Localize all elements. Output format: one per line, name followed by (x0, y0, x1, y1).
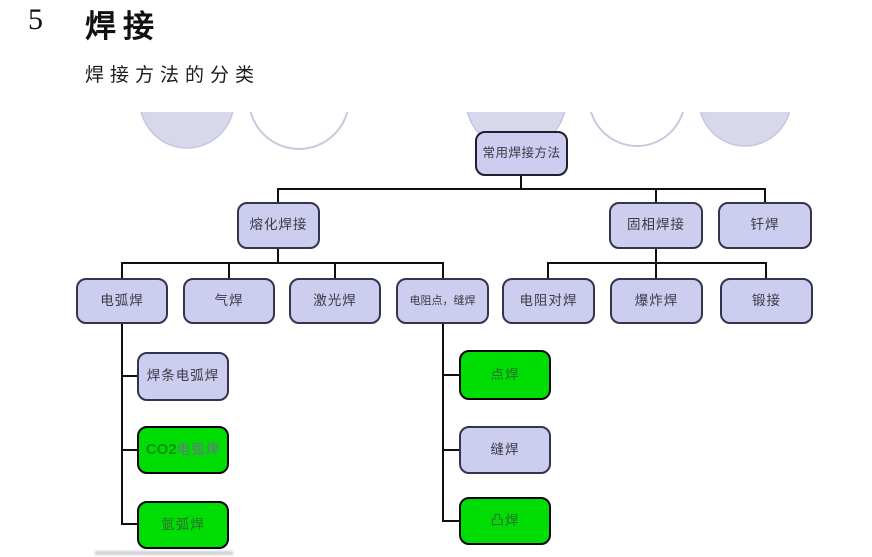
node-label: 焊条电弧焊 (146, 368, 220, 384)
node-label: 电弧焊 (176, 441, 221, 457)
node-seam-welding: 缝焊 (459, 426, 551, 474)
node-label: 常用焊接方法 (482, 145, 561, 160)
node-label: 钎焊 (750, 217, 780, 233)
diagram-subtitle: 焊接方法的分类 (85, 65, 261, 86)
node-stick-arc-welding: 焊条电弧焊 (137, 352, 229, 401)
node-forge-welding: 锻接 (720, 278, 813, 324)
node-label: 熔化焊接 (249, 217, 308, 233)
decor-circle-outline (590, 112, 684, 147)
decor-circle-filled (699, 112, 791, 147)
node-solid-phase-welding: 固相焊接 (609, 202, 703, 249)
node-brazing: 钎焊 (718, 202, 812, 249)
node-resistance-butt-welding: 电阻对焊 (502, 278, 595, 324)
node-fusion-welding: 熔化焊接 (237, 202, 320, 249)
node-root: 常用焊接方法 (475, 131, 568, 176)
node-argon-arc-welding: 氩弧焊 (137, 501, 229, 549)
welding-methods-diagram: 常用焊接方法 熔化焊接 固相焊接 钎焊 电弧焊 气焊 激光焊 电阻点，缝焊 电阻… (0, 112, 872, 557)
node-laser-welding: 激光焊 (289, 278, 381, 324)
decor-circles (140, 112, 791, 151)
node-spot-welding: 点焊 (459, 350, 551, 400)
section-number: 5 (28, 3, 43, 36)
diagram-background-layer (121, 112, 791, 525)
node-arc-welding: 电弧焊 (76, 278, 168, 324)
node-label: 激光焊 (313, 292, 357, 308)
connectors (121, 176, 767, 525)
node-label: 电弧焊 (100, 292, 144, 308)
node-label: 爆炸焊 (634, 292, 679, 308)
node-label: 凸焊 (490, 512, 520, 528)
node-label: 点焊 (490, 366, 520, 382)
node-label: 氩弧焊 (161, 516, 205, 532)
node-explosion-welding: 爆炸焊 (610, 278, 703, 324)
node-label: 缝焊 (490, 441, 520, 457)
node-label-prefix: CO2 (145, 440, 177, 458)
decor-circle-outline (249, 112, 349, 150)
section-title: 焊接 (85, 9, 161, 44)
node-label: 电阻对焊 (519, 292, 578, 308)
node-gas-welding: 气焊 (183, 278, 275, 324)
node-label: 电阻点，缝焊 (409, 294, 476, 307)
node-label: 气焊 (214, 292, 244, 308)
cutoff-content-fragment (95, 551, 233, 555)
node-projection-welding: 凸焊 (459, 497, 551, 545)
node-label: 锻接 (752, 292, 781, 308)
decor-circle-filled (140, 112, 234, 149)
node-label: 固相焊接 (627, 217, 685, 233)
node-resistance-spot-seam-welding: 电阻点，缝焊 (396, 278, 489, 324)
